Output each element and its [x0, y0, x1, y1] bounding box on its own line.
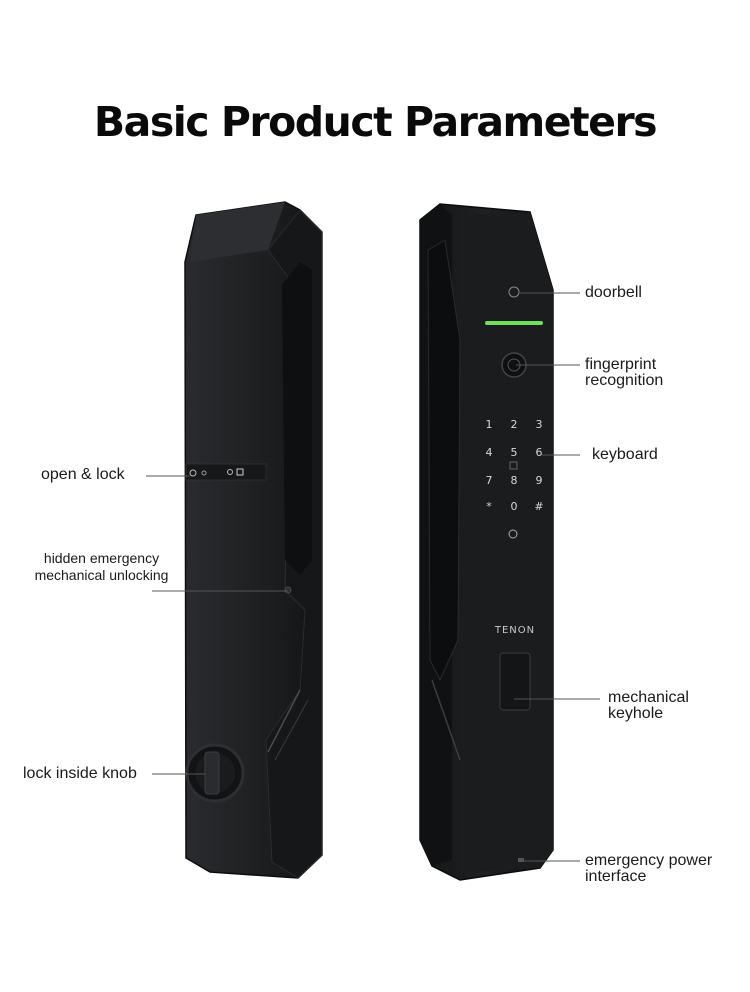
keypad-key: 7	[486, 474, 493, 487]
label-open-lock: open & lock	[41, 466, 125, 483]
label-mechanical-keyhole: mechanical keyhole	[608, 690, 689, 722]
label-fingerprint-line2: recognition	[585, 372, 664, 389]
keypad-key: 3	[536, 418, 543, 431]
keypad-key: *	[486, 500, 492, 513]
page-title: Basic Product Parameters	[93, 98, 658, 146]
keypad-key: 0	[511, 500, 518, 513]
brand-logo: TENON	[494, 625, 535, 636]
keypad-key: 4	[486, 446, 493, 459]
exterior-lock-panel	[419, 203, 554, 881]
label-keyhole-line1: mechanical	[608, 689, 689, 706]
label-power-line2: interface	[585, 868, 647, 885]
keypad-key: #	[534, 500, 543, 513]
keypad: 1 2 3 4 5 6 7 8 9 * 0 #	[486, 418, 544, 513]
label-fingerprint-line1: fingerprint	[585, 356, 657, 373]
keypad-key: 6	[536, 446, 543, 459]
label-hidden-emergency-line2: mechanical unlocking	[34, 567, 169, 583]
label-hidden-emergency-line1: hidden emergency	[43, 550, 160, 566]
label-hidden-emergency: hidden emergency mechanical unlocking	[24, 550, 179, 584]
keypad-key: 2	[511, 418, 518, 431]
label-keyhole-line2: keyhole	[608, 705, 664, 722]
interior-lock-panel	[184, 201, 323, 879]
label-emergency-power: emergency power interface	[585, 853, 712, 885]
label-fingerprint: fingerprint recognition	[585, 357, 663, 389]
label-lock-inside-knob: lock inside knob	[23, 765, 137, 782]
keypad-key: 5	[511, 446, 518, 459]
label-keyboard: keyboard	[592, 446, 658, 463]
keypad-key: 9	[536, 474, 543, 487]
keypad-key: 1	[486, 418, 493, 431]
callout-lines	[146, 292, 600, 862]
label-power-line1: emergency power	[585, 852, 713, 869]
label-doorbell: doorbell	[585, 284, 642, 301]
keypad-key: 8	[511, 474, 518, 487]
